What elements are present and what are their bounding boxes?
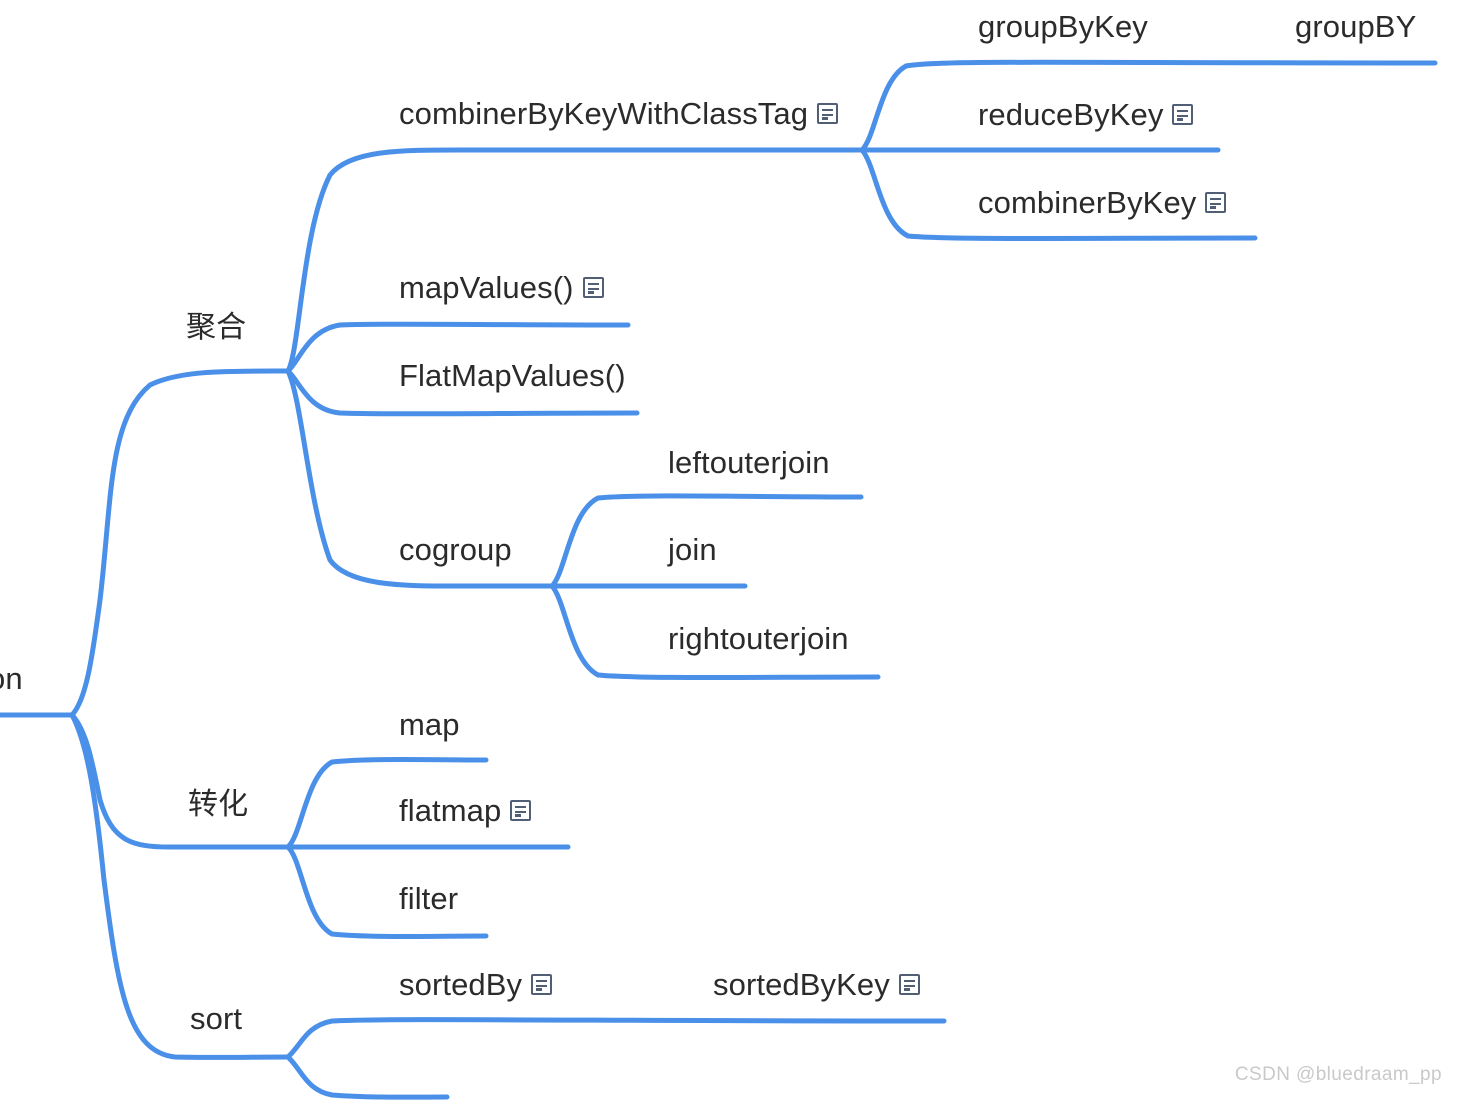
- edge-aggregate-combinerbykeywithclasstag: [285, 147, 865, 374]
- node-filter-label: filter: [399, 881, 459, 916]
- node-leftouterjoin[interactable]: leftouterjoin: [668, 447, 830, 478]
- node-sorted-by-key[interactable]: sortedByKey: [713, 969, 920, 1000]
- node-transform[interactable]: 转化: [188, 790, 248, 820]
- node-group-by[interactable]: groupBY: [1295, 11, 1416, 42]
- node-flat-map-values[interactable]: FlatMapValues(): [399, 360, 626, 391]
- node-sort[interactable]: sort: [190, 1003, 242, 1034]
- node-combiner-by-key[interactable]: combinerByKey: [978, 185, 1227, 220]
- node-combiner-by-key-with-class-tag[interactable]: combinerByKeyWithClassTag: [399, 96, 839, 131]
- note-icon[interactable]: [1205, 192, 1227, 213]
- note-icon[interactable]: [1172, 104, 1194, 125]
- node-aggregate-label: 聚合: [186, 311, 247, 344]
- node-flatmap-label: flatmap: [399, 793, 502, 828]
- node-map[interactable]: map: [399, 709, 460, 740]
- note-icon[interactable]: [531, 974, 553, 995]
- node-root-label: on: [0, 661, 23, 696]
- node-map-values-label: mapValues(): [399, 270, 574, 305]
- node-map-values[interactable]: mapValues(): [399, 272, 604, 303]
- node-cogroup-label: cogroup: [399, 532, 512, 567]
- node-reduce-by-key-label: reduceByKey: [978, 97, 1164, 132]
- note-icon[interactable]: [510, 800, 532, 821]
- note-icon[interactable]: [582, 277, 604, 298]
- node-reduce-by-key[interactable]: reduceByKey: [978, 97, 1194, 132]
- node-transform-label: 转化: [188, 788, 249, 821]
- node-group-by-label: groupBY: [1295, 9, 1417, 44]
- node-filter[interactable]: filter: [399, 883, 458, 914]
- node-join[interactable]: join: [668, 534, 717, 565]
- edge-sort-sortedby: [285, 1017, 947, 1060]
- node-sorted-by-key-label: sortedByKey: [713, 967, 890, 1002]
- node-flatmap[interactable]: flatmap: [399, 793, 532, 828]
- node-sort-label: sort: [190, 1001, 243, 1036]
- node-sorted-by-label: sortedBy: [399, 967, 523, 1002]
- node-cogroup[interactable]: cogroup: [399, 534, 512, 565]
- node-aggregate[interactable]: 聚合: [186, 313, 246, 343]
- node-sorted-by[interactable]: sortedBy: [399, 967, 553, 1002]
- node-combiner-by-key-with-class-tag-label: combinerByKeyWithClassTag: [399, 96, 809, 131]
- node-group-by-key[interactable]: groupByKey: [978, 11, 1148, 42]
- node-map-label: map: [399, 707, 460, 742]
- node-root[interactable]: on: [0, 663, 23, 694]
- note-icon[interactable]: [817, 103, 839, 124]
- node-combiner-by-key-label: combinerByKey: [978, 185, 1197, 220]
- watermark: CSDN @bluedraam_pp: [1234, 1064, 1442, 1085]
- node-rightouterjoin-label: rightouterjoin: [668, 621, 849, 656]
- edge-root-aggregate: [69, 368, 291, 718]
- node-join-label: join: [668, 532, 717, 567]
- node-leftouterjoin-label: leftouterjoin: [668, 445, 830, 480]
- edge-root-transform: [69, 712, 291, 850]
- node-rightouterjoin[interactable]: rightouterjoin: [668, 623, 849, 654]
- node-flat-map-values-label: FlatMapValues(): [399, 358, 626, 393]
- edge-sort-second-child: [285, 1054, 450, 1100]
- note-icon[interactable]: [898, 974, 920, 995]
- edge-root-sort: [69, 712, 291, 1060]
- node-group-by-key-label: groupByKey: [978, 9, 1148, 44]
